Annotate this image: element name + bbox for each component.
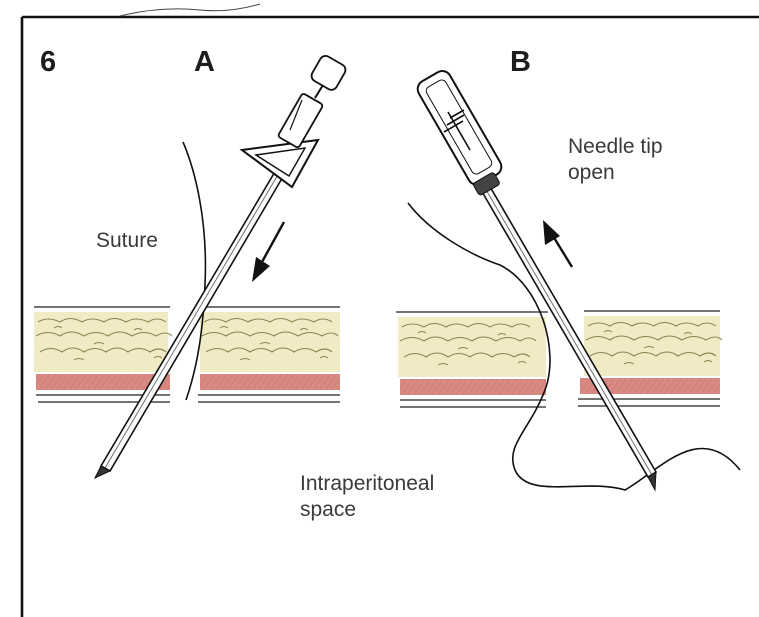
arrow-down-a — [252, 222, 284, 282]
arrow-up-b — [543, 220, 572, 267]
page-scribble — [120, 4, 260, 16]
panel-label-b: B — [510, 46, 531, 79]
panel-label-a: A — [194, 46, 215, 79]
needle-tip-label: Needle tip open — [568, 134, 663, 186]
needle-tip-label-line2: open — [568, 160, 663, 186]
tissue-layer-a-right — [198, 307, 340, 402]
suture-passer-handle-b — [414, 68, 504, 196]
suture-label: Suture — [96, 228, 158, 254]
intraperitoneal-space-line2: space — [300, 497, 434, 523]
intraperitoneal-space-label: Intraperitoneal space — [300, 471, 434, 523]
figure-number: 6 — [40, 46, 56, 79]
needle-tip-label-line1: Needle tip — [568, 134, 663, 160]
intraperitoneal-space-line1: Intraperitoneal — [300, 471, 434, 497]
suture-passer-handle-a — [242, 54, 348, 187]
tissue-layer-b-left — [396, 312, 548, 407]
